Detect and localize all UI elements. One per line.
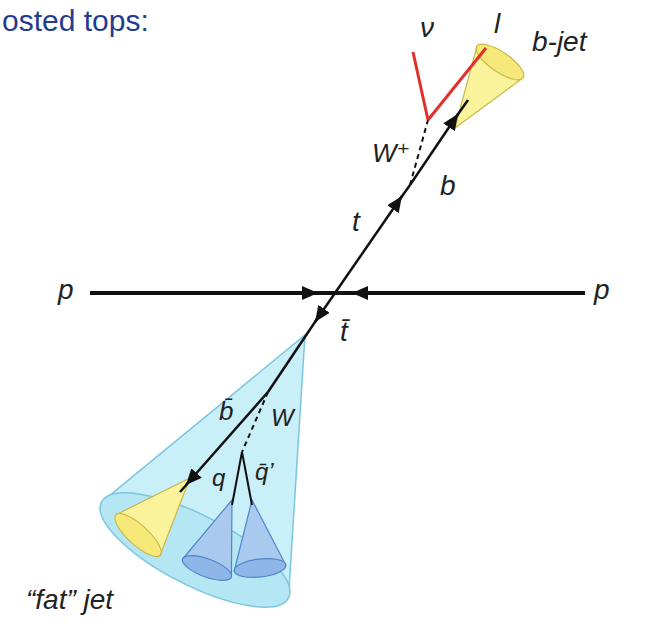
lepton-neutrino-lines xyxy=(413,48,486,120)
quark-label: b xyxy=(440,172,456,200)
antitop-branch xyxy=(180,293,335,505)
top-branch xyxy=(335,100,468,293)
boson-label: W xyxy=(271,406,294,430)
jet-label: b-jet xyxy=(532,28,586,56)
neutrino-label: ν xyxy=(420,14,434,42)
proton-label: p xyxy=(594,276,610,304)
proton-label: p xyxy=(58,276,74,304)
bbar-subjet-cone xyxy=(109,478,190,563)
fat-jet-cone xyxy=(86,335,305,629)
quark-label: q̄’ xyxy=(255,460,274,484)
b-jet-cone xyxy=(455,38,529,128)
q-subjet-cone xyxy=(179,500,234,585)
slide-title: osted tops: xyxy=(2,6,149,36)
quark-label: t xyxy=(352,208,360,236)
qbar-subjet-cone xyxy=(233,500,287,580)
quark-label: t̄ xyxy=(340,318,348,346)
proton-beams xyxy=(90,291,585,295)
lepton-label: l xyxy=(494,10,500,38)
quark-label: b̄ xyxy=(219,398,233,424)
jet-label: “fat” jet xyxy=(26,586,113,614)
quark-label: q xyxy=(212,466,225,490)
boson-label: W⁺ xyxy=(372,140,410,166)
